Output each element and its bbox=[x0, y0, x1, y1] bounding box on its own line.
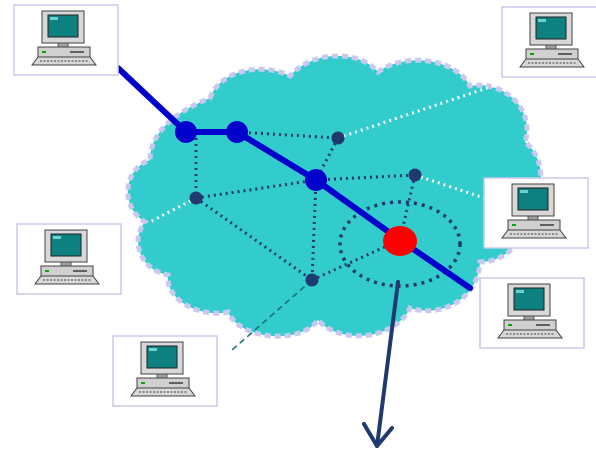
main-path-nodes bbox=[175, 121, 327, 191]
internal-node bbox=[305, 273, 319, 287]
link-to-left-computer bbox=[149, 196, 197, 224]
computer-top-left-icon bbox=[13, 4, 119, 76]
down-arrow-icon bbox=[362, 280, 400, 448]
highlight-region bbox=[338, 200, 462, 288]
internal-nodes bbox=[189, 131, 422, 287]
computer-left-icon bbox=[16, 223, 122, 295]
internal-node bbox=[408, 168, 422, 182]
path-node bbox=[226, 121, 248, 143]
computer-right-icon bbox=[483, 177, 589, 249]
computer-bottom-right-icon bbox=[479, 277, 585, 349]
internal-node bbox=[189, 191, 203, 205]
computer-bottom-left-icon bbox=[112, 335, 218, 407]
path-node bbox=[305, 169, 327, 191]
link-to-bottom-left-computer bbox=[231, 279, 313, 351]
path-node bbox=[175, 121, 197, 143]
link-to-right-computer bbox=[414, 173, 491, 202]
external-links bbox=[149, 84, 494, 224]
red-node bbox=[383, 226, 417, 256]
internal-node bbox=[331, 131, 345, 145]
computer-top-right-icon bbox=[501, 6, 596, 78]
